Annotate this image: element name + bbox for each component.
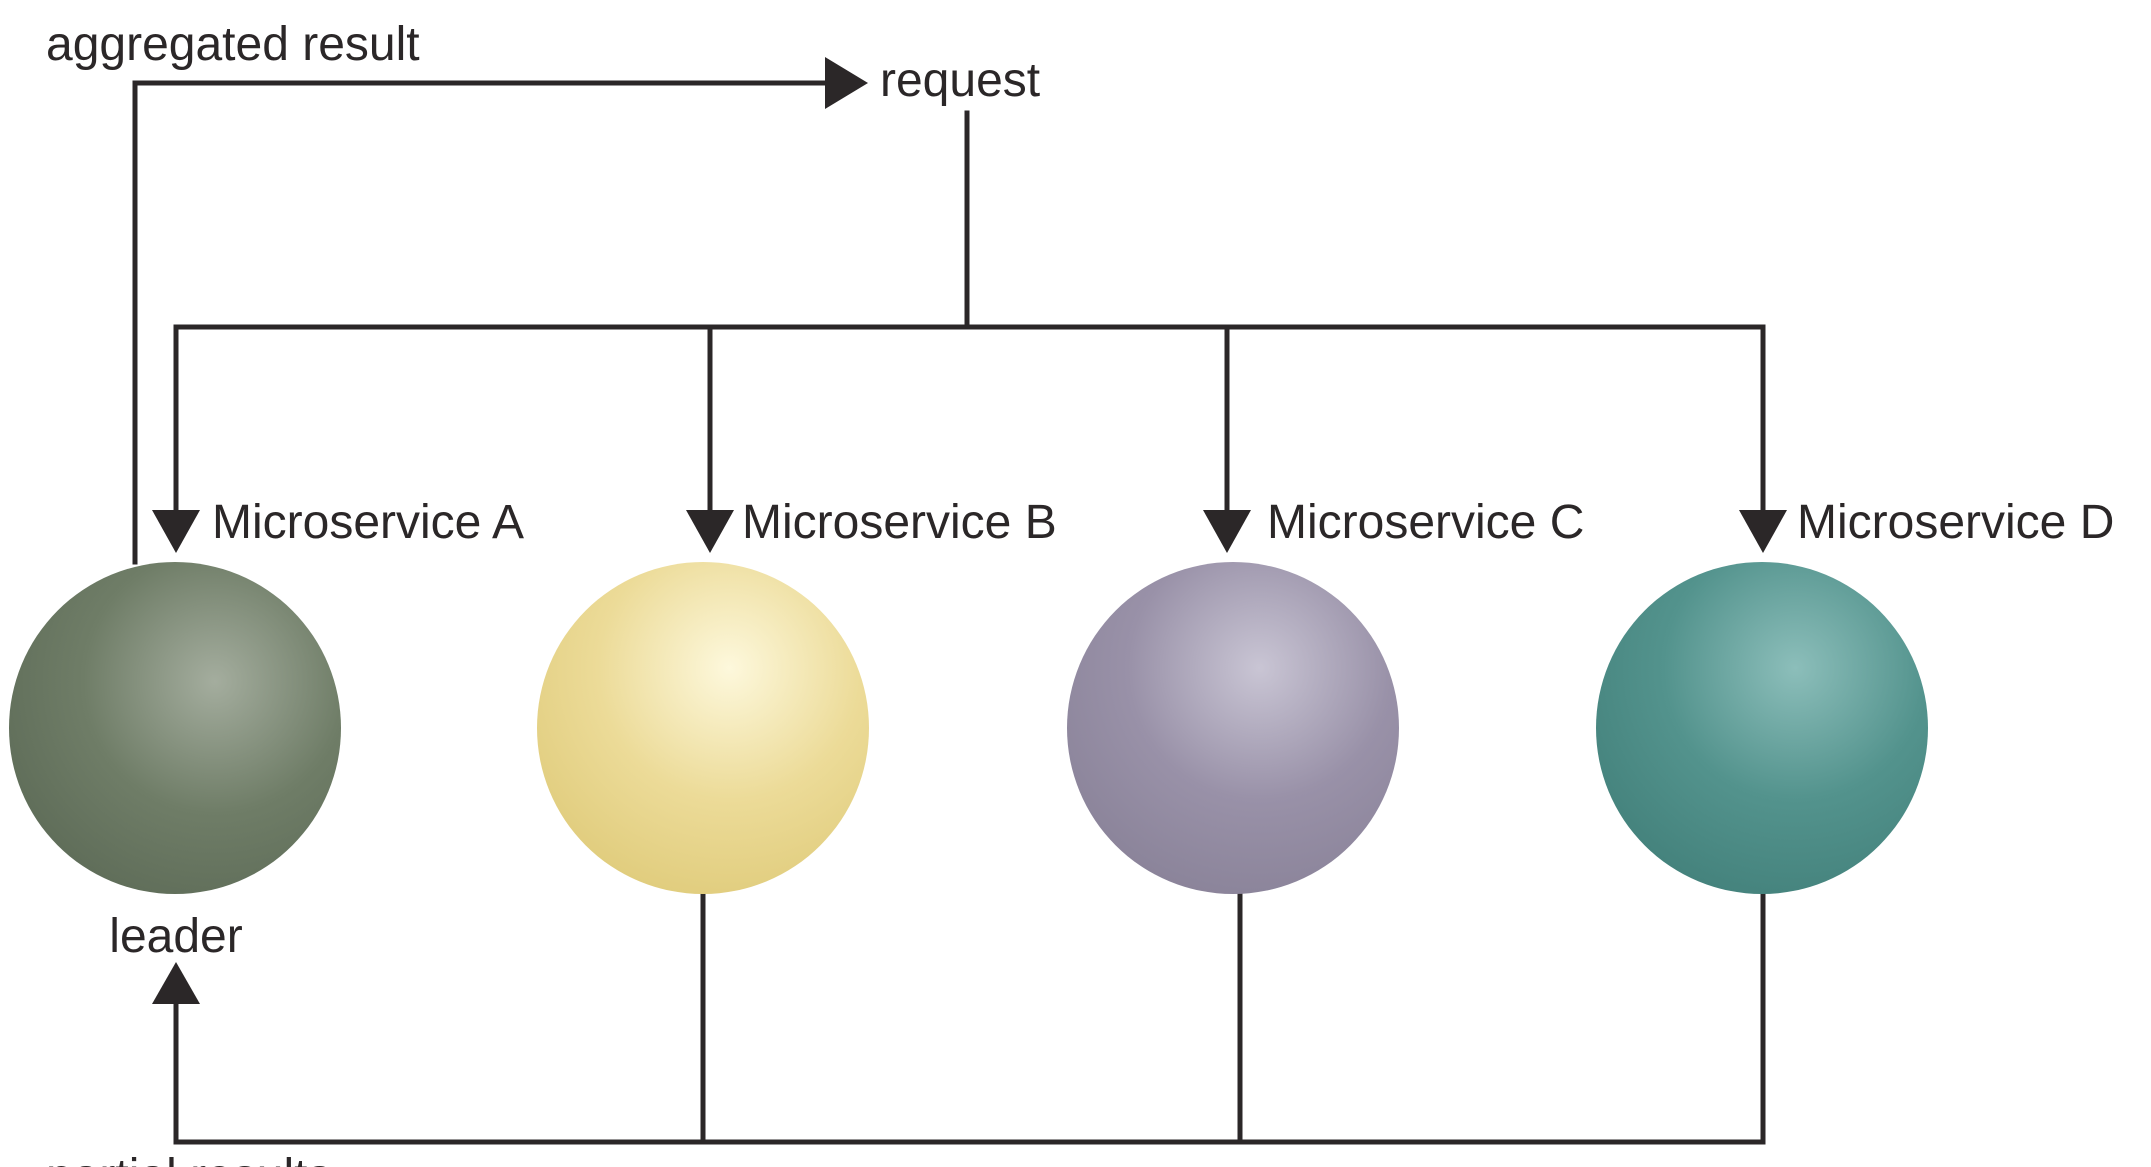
microservice-a-label: Microservice A bbox=[212, 496, 524, 549]
arrowhead-c bbox=[1203, 510, 1251, 553]
microservice-d-label: Microservice D bbox=[1797, 496, 2114, 549]
arrowhead-b bbox=[686, 510, 734, 553]
partial-results-label: partial results bbox=[46, 1150, 331, 1167]
microservice-d-sphere bbox=[1596, 562, 1928, 894]
request-label: request bbox=[880, 54, 1040, 107]
arrowhead-d bbox=[1739, 510, 1787, 553]
microservice-b-sphere bbox=[537, 562, 869, 894]
arrowhead-a bbox=[152, 510, 200, 553]
request-arrowhead bbox=[825, 57, 868, 109]
aggregated-result-label: aggregated result bbox=[46, 18, 420, 71]
microservice-c-sphere bbox=[1067, 562, 1399, 894]
microservice-c-label: Microservice C bbox=[1267, 496, 1584, 549]
aggregated-result-connector bbox=[132, 80, 833, 565]
leader-label: leader bbox=[109, 910, 242, 963]
leader-arrowhead bbox=[152, 962, 200, 1004]
microservice-b-label: Microservice B bbox=[742, 496, 1057, 549]
microservice-a-sphere bbox=[9, 562, 341, 894]
